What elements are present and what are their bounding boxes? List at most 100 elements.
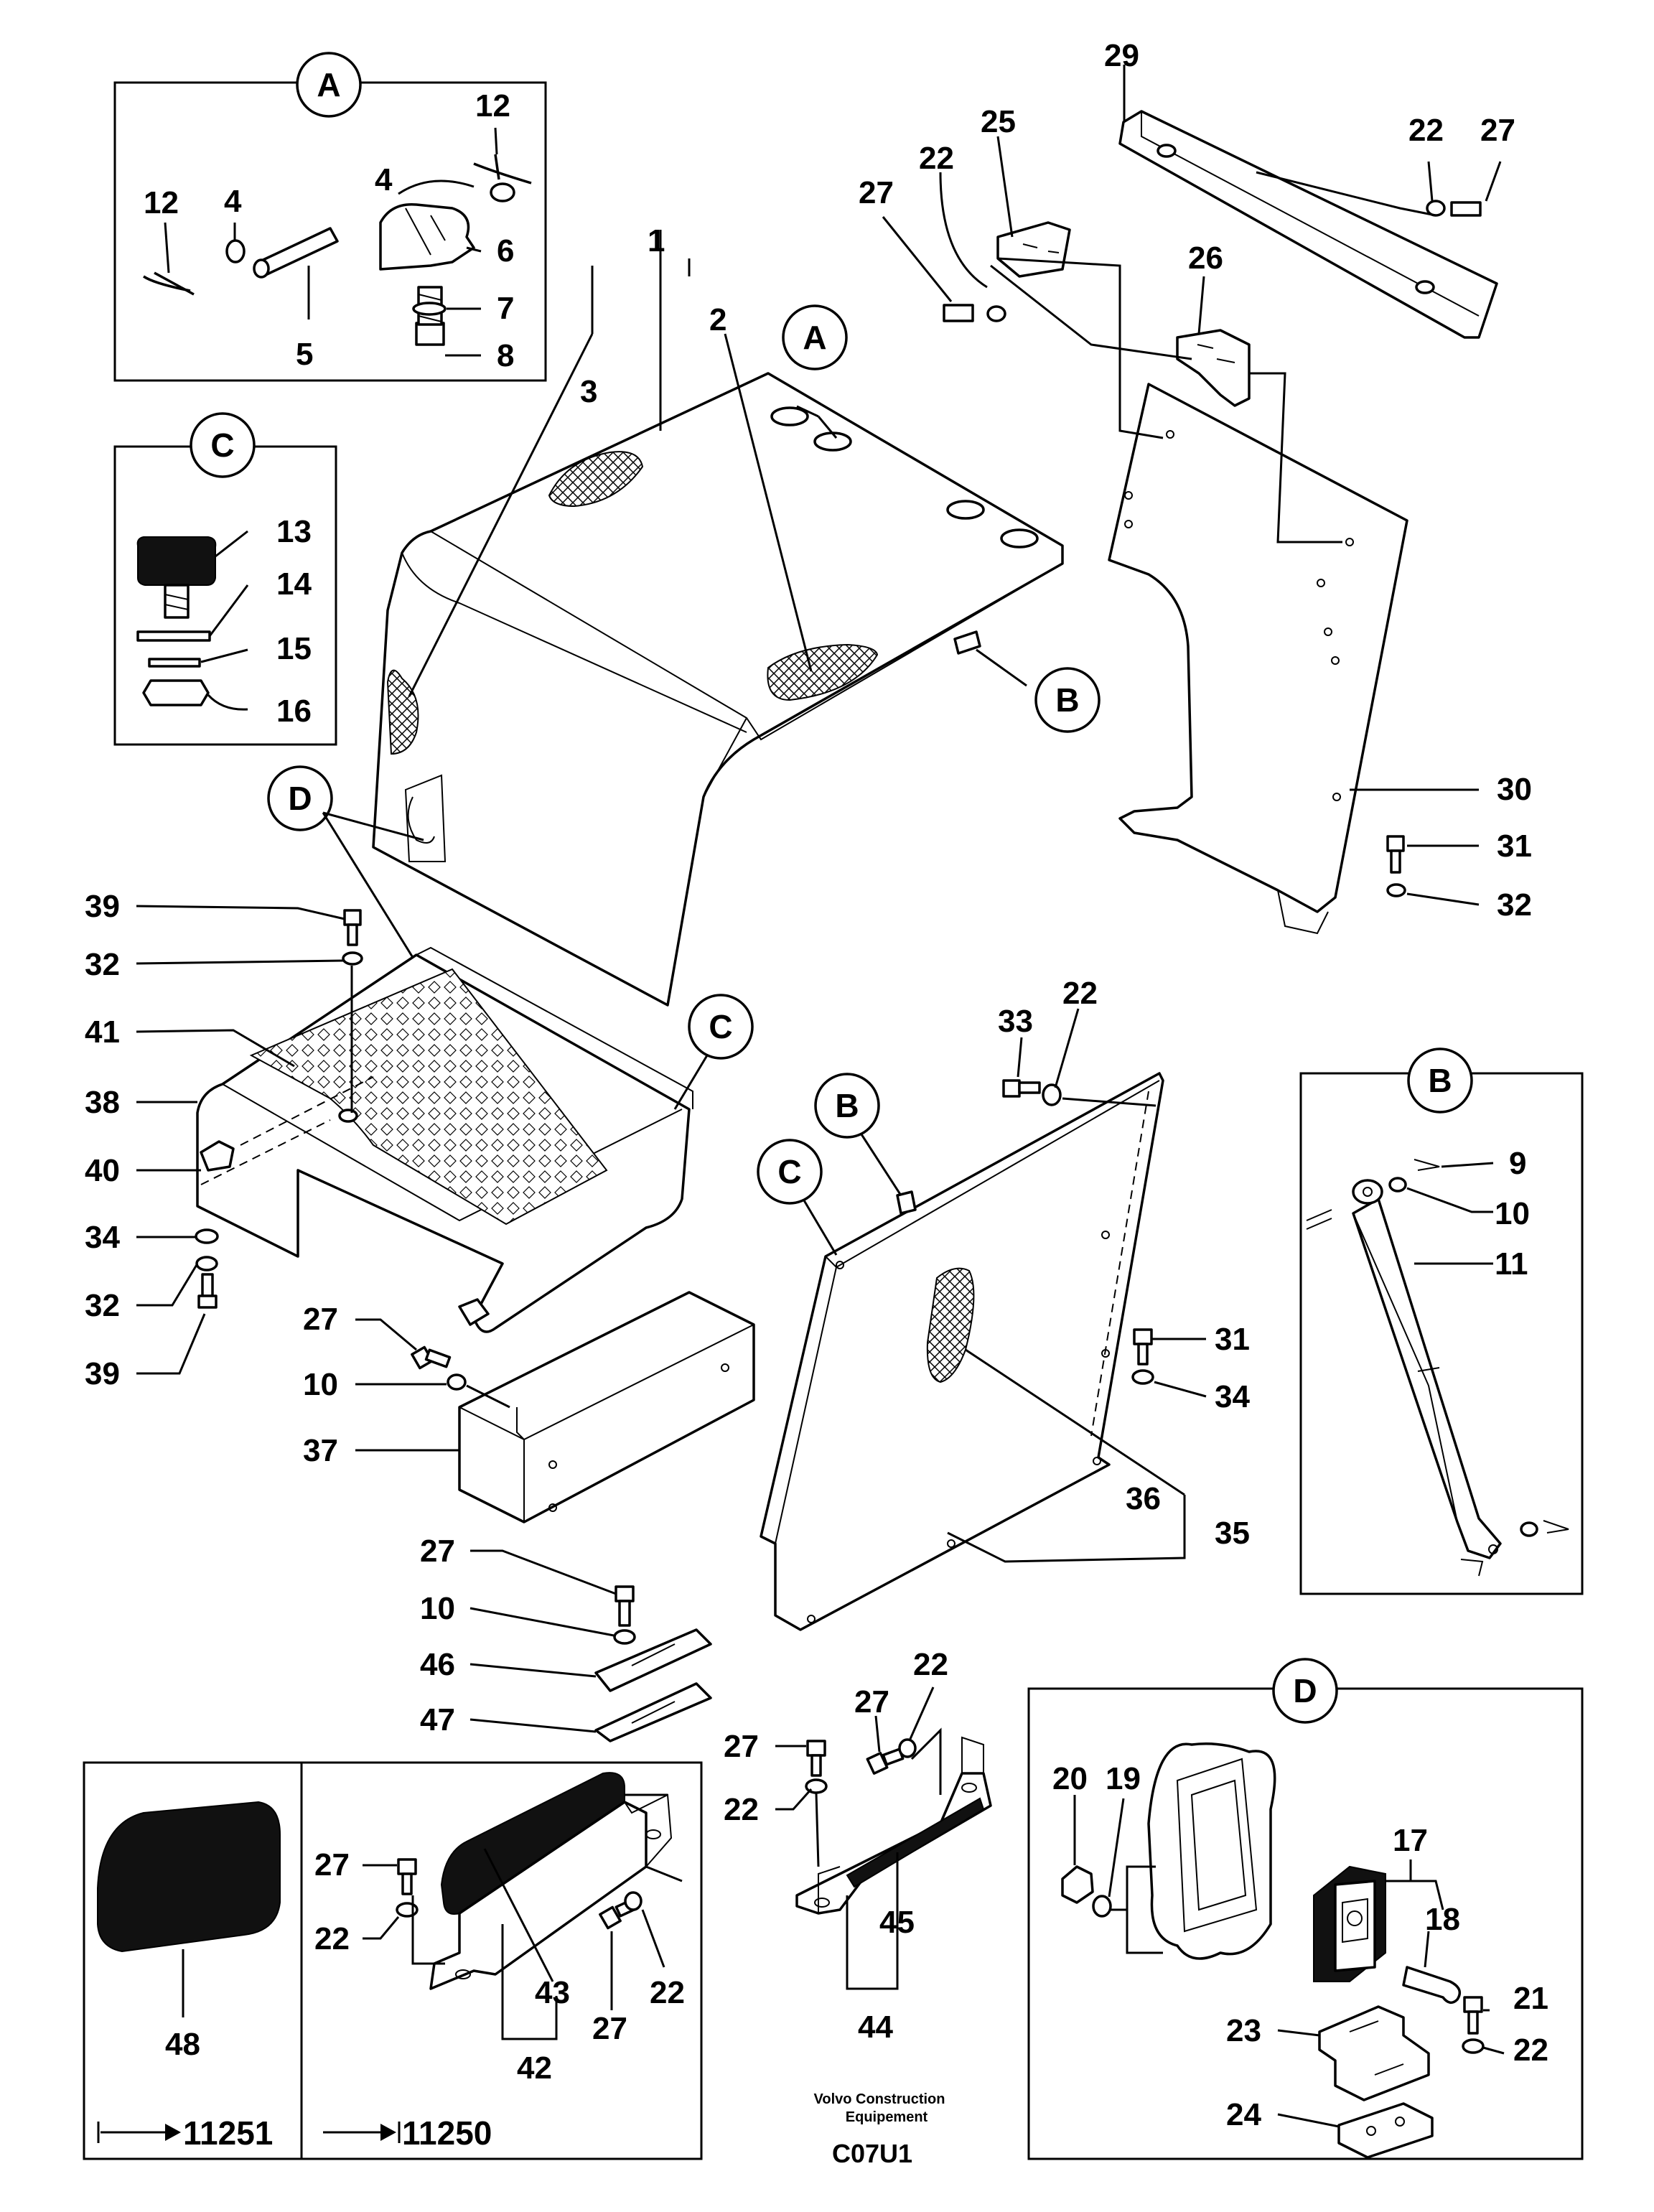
bracket-23	[1318, 2005, 1430, 2101]
part-21: 21	[1513, 1981, 1548, 2016]
part-35: 35	[1215, 1516, 1250, 1551]
part-13: 13	[276, 514, 312, 549]
part-48: 48	[165, 2027, 200, 2062]
washer-14	[136, 630, 211, 642]
part-24: 24	[1226, 2097, 1261, 2132]
part-14: 14	[276, 566, 312, 602]
shims: 27 10 46 47	[420, 1534, 712, 1742]
pin-end	[253, 258, 270, 279]
part-5: 5	[296, 337, 313, 372]
part-45: 45	[879, 1905, 915, 1940]
part-27: 27	[1480, 113, 1515, 148]
shim-15	[148, 658, 201, 668]
tread-plate	[249, 968, 608, 1226]
part-2: 2	[709, 302, 726, 337]
part-22: 22	[1513, 2033, 1548, 2068]
part-22: 22	[919, 141, 954, 176]
rubber-strip-43	[440, 1772, 625, 1915]
detail-box-d: D 20 19	[1027, 1658, 1584, 2160]
part-4: 4	[224, 184, 242, 219]
rubber-pad-48	[97, 1801, 281, 1953]
callout-d-label: D	[1293, 1672, 1317, 1709]
latch-cutout	[404, 774, 447, 862]
nut-16	[142, 679, 210, 706]
part-47: 47	[420, 1702, 455, 1737]
part-32: 32	[85, 1288, 120, 1323]
part-44: 44	[858, 2010, 893, 2045]
part-25: 25	[981, 104, 1016, 139]
cotter-pin-right	[473, 162, 532, 185]
part-11: 11	[1495, 1246, 1528, 1282]
rear-panel: 30 31 32	[1108, 383, 1532, 935]
part-22: 22	[314, 1921, 350, 1956]
strut-mount	[953, 630, 981, 655]
part-34: 34	[85, 1220, 120, 1255]
ref-number-left: 11251	[183, 2114, 273, 2152]
part-41: 41	[85, 1014, 120, 1050]
washer-right	[490, 182, 515, 202]
part-27: 27	[859, 175, 894, 210]
box-37: 27 10 37	[303, 1291, 755, 1523]
bracket-26	[1176, 329, 1251, 407]
part-22: 22	[650, 1975, 685, 2010]
part-1: 1	[648, 223, 665, 258]
detail-box-c: C 13 14 15 16	[113, 412, 337, 746]
part-31: 31	[1497, 829, 1532, 864]
part-32: 32	[85, 947, 120, 982]
part-22: 22	[913, 1647, 948, 1682]
part-3: 3	[580, 374, 597, 409]
mesh-insert	[926, 1267, 975, 1383]
part-9: 9	[1509, 1146, 1526, 1181]
callout-a-label: A	[803, 319, 826, 356]
part-32: 32	[1497, 887, 1532, 923]
part-40: 40	[85, 1153, 120, 1188]
latch-40	[200, 1140, 235, 1172]
callout-b-label: B	[1055, 681, 1079, 719]
callout-c-label: C	[777, 1153, 801, 1190]
part-19: 19	[1106, 1761, 1141, 1796]
bracket-44: 27 22 27 22 45 44	[724, 1647, 992, 2045]
shim-46	[594, 1628, 712, 1692]
part-29: 29	[1104, 38, 1139, 73]
panel-cutout	[1147, 1742, 1276, 1960]
mesh-insert	[767, 643, 879, 701]
part-27: 27	[314, 1847, 350, 1882]
part-27: 27	[724, 1729, 759, 1764]
part-36: 36	[1126, 1481, 1161, 1516]
part-31: 31	[1215, 1322, 1250, 1357]
part-46: 46	[420, 1647, 455, 1682]
rubber-strip-45	[846, 1797, 985, 1888]
washer-left	[225, 239, 246, 263]
part-16: 16	[276, 694, 312, 729]
part-27: 27	[420, 1534, 455, 1569]
strut-mount	[896, 1190, 917, 1215]
part-22: 22	[1062, 976, 1098, 1011]
part-42: 42	[517, 2050, 552, 2086]
washer	[412, 302, 447, 316]
part-34: 34	[1215, 1379, 1250, 1414]
part-12: 12	[475, 88, 510, 123]
callout-a-label: A	[317, 66, 340, 103]
bracket-25	[996, 221, 1071, 278]
mounting-brackets: 29 22 27 25 22 27 26	[859, 38, 1515, 543]
footer: Volvo Construction Equipement C07U1	[814, 2091, 945, 2168]
plate-24	[1337, 2102, 1434, 2159]
part-27: 27	[303, 1302, 338, 1337]
part-10: 10	[303, 1367, 338, 1402]
bolt-head	[415, 322, 445, 346]
hinge-pin	[257, 227, 339, 276]
part-15: 15	[276, 631, 312, 666]
washer-19	[1092, 1895, 1112, 1918]
callout-c-label: C	[210, 426, 234, 464]
part-38: 38	[85, 1085, 120, 1120]
ref-number-right: 11250	[402, 2114, 492, 2152]
part-37: 37	[303, 1433, 338, 1468]
part-10: 10	[1495, 1196, 1530, 1231]
bracket-42	[429, 1801, 648, 1990]
part-22: 22	[1408, 113, 1444, 148]
rubber-buffer	[136, 536, 217, 586]
reference-box: 48 11251 11250 27 22 43 42	[83, 1761, 703, 2160]
callout-d-label: D	[288, 780, 312, 817]
callout-a-circle	[296, 52, 362, 118]
part-27: 27	[592, 2011, 627, 2046]
